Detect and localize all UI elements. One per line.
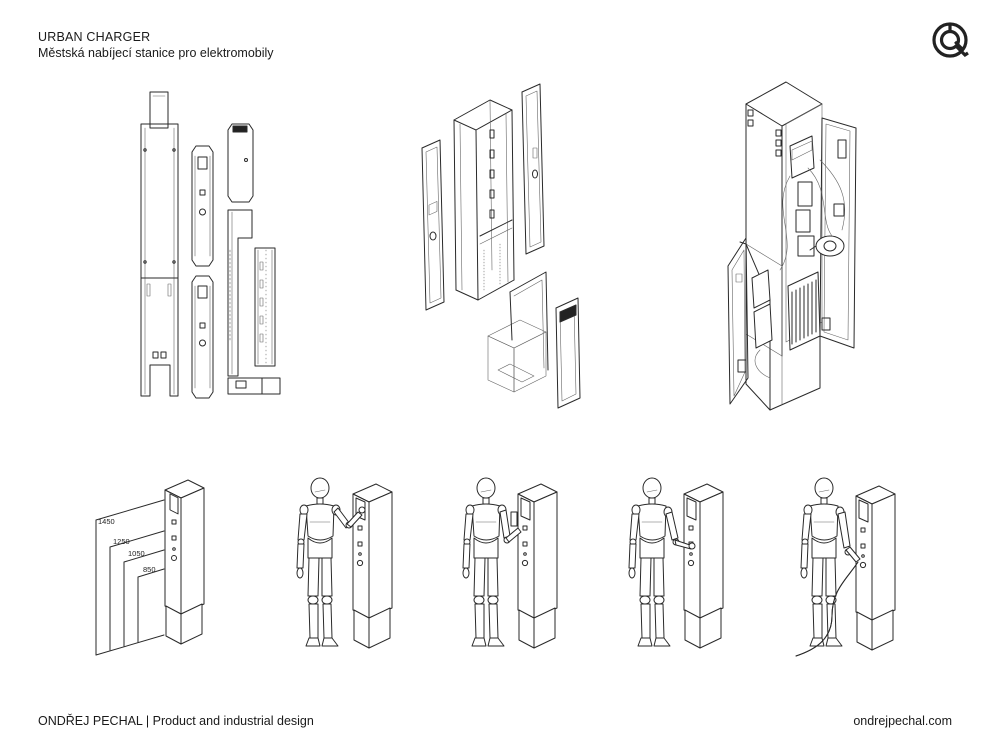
open-cabinet-drawing (727, 81, 857, 411)
height-dimension-diagram: 1450 1250 1050 850 (95, 479, 205, 656)
height-label-1250: 1250 (113, 537, 130, 546)
usage-scene-card-payment (462, 477, 558, 649)
footer-website-link[interactable]: ondrejpechal.com (853, 714, 952, 728)
page-title: URBAN CHARGER (38, 30, 151, 44)
usage-scene-press-button (628, 477, 724, 649)
exploded-isometric-drawing (421, 83, 581, 409)
flat-parts-drawing (140, 91, 281, 399)
height-label-1050: 1050 (128, 549, 145, 558)
height-label-1450: 1450 (98, 517, 115, 526)
height-label-850: 850 (143, 565, 156, 574)
usage-scene-plug-cable (795, 477, 896, 657)
op-monogram-icon (932, 22, 969, 58)
footer-credit: ONDŘEJ PECHAL | Product and industrial d… (38, 714, 314, 728)
usage-scene-touch-screen (296, 477, 393, 649)
page-subtitle: Městská nabíjecí stanice pro elektromobi… (38, 46, 274, 60)
